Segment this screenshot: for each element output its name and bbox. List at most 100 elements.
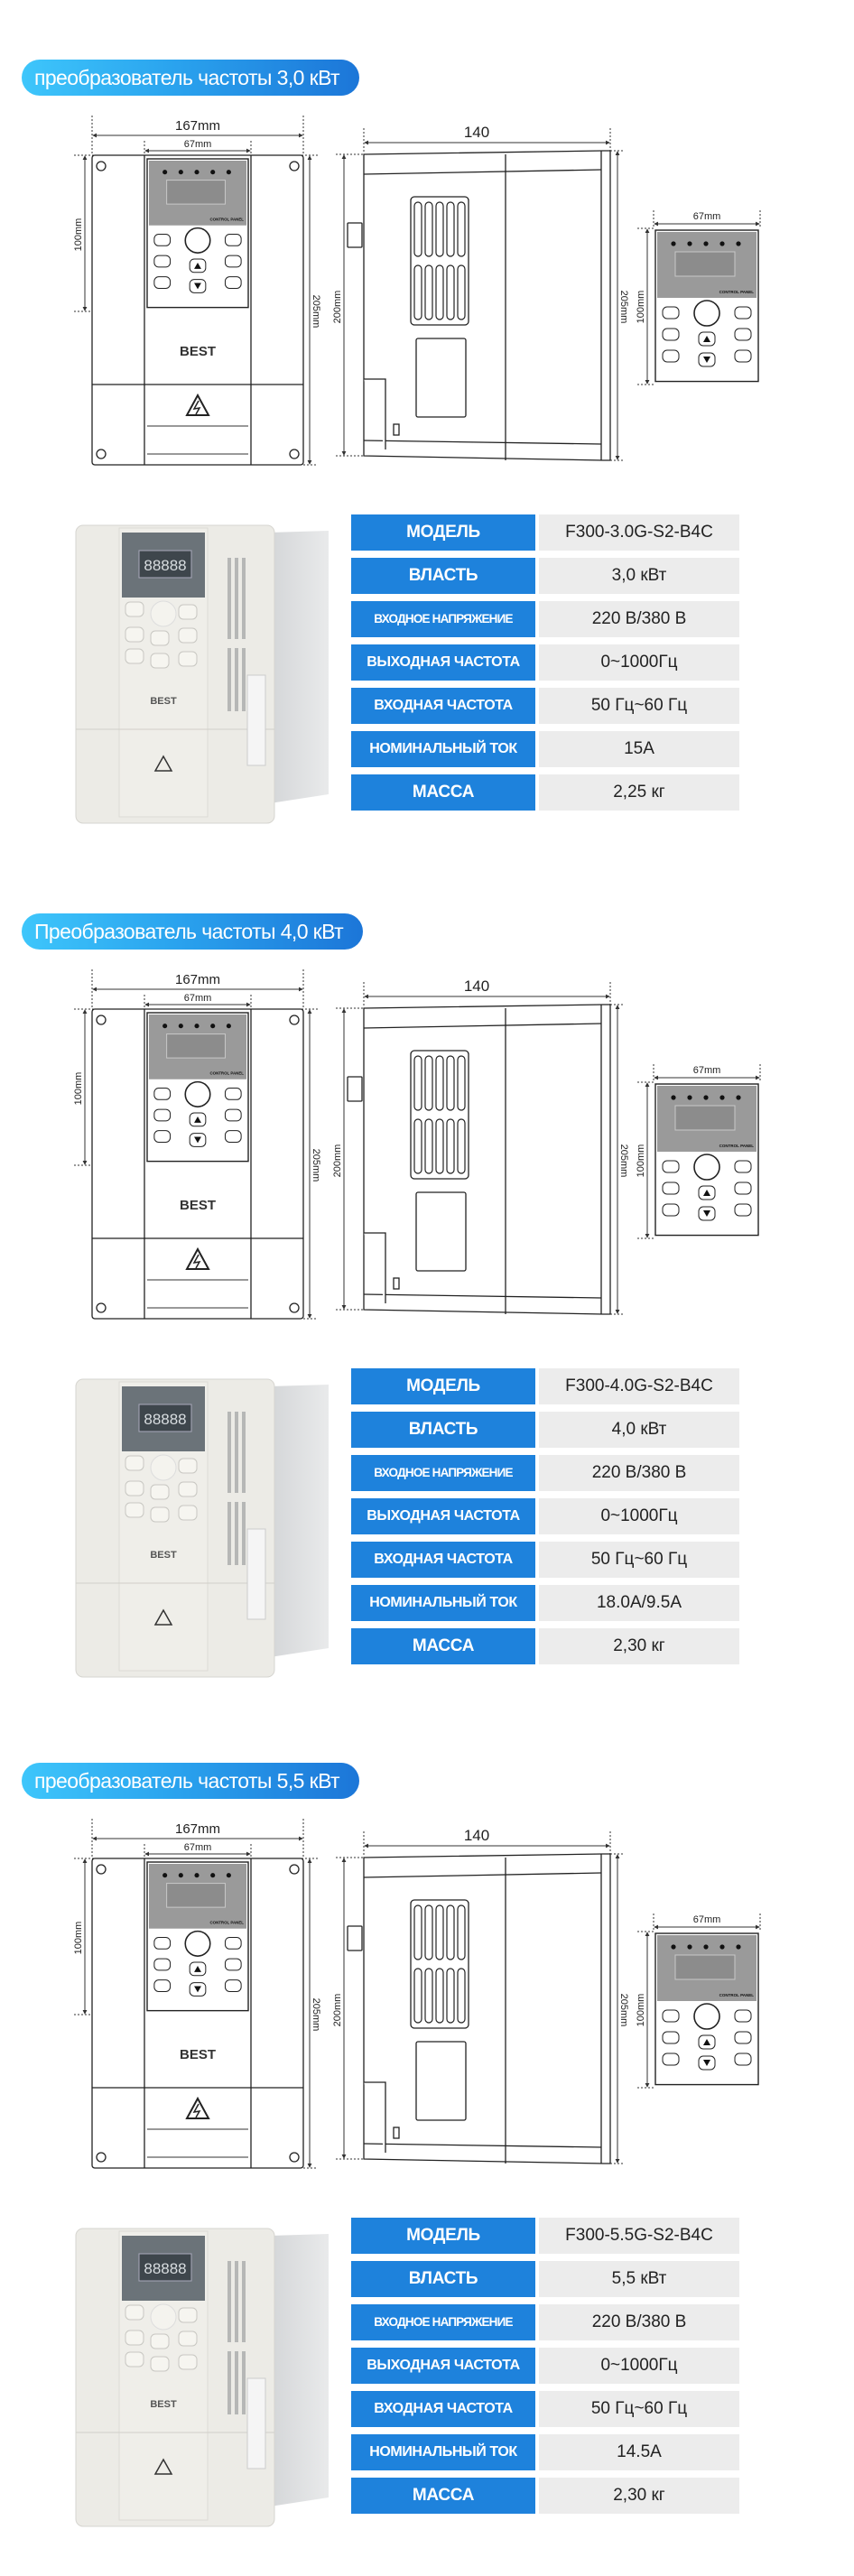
section-title: преобразователь частоты 5,5 кВт <box>22 1763 359 1799</box>
spec-value: 50 Гц~60 Гц <box>539 1542 739 1578</box>
spec-label: ВХОДНАЯ ЧАСТОТА <box>351 1542 535 1578</box>
spec-label: ВХОДНОЕ НАПРЯЖЕНИЕ <box>351 601 535 637</box>
product-section: Преобразователь частоты 4,0 кВт <box>0 854 854 1708</box>
dim-panel-only-height: 100mm <box>636 1144 646 1178</box>
dim-panel-only-height: 100mm <box>636 291 646 324</box>
spec-row: НОМИНАЛЬНЫЙ ТОК 18.0A/9.5A <box>351 1585 739 1621</box>
dim-front-panel-height: 100mm <box>73 1072 84 1106</box>
spec-label: ВХОДНАЯ ЧАСТОТА <box>351 688 535 724</box>
dim-side-inner-height: 200mm <box>332 291 343 324</box>
spec-row: ВХОДНОЕ НАПРЯЖЕНИЕ 220 В/380 В <box>351 1455 739 1491</box>
brand-logo: BEST <box>180 344 216 359</box>
spec-row: МОДЕЛЬ F300-3.0G-S2-B4C <box>351 514 739 551</box>
svg-text:BEST: BEST <box>150 696 177 707</box>
spec-value: 0~1000Гц <box>539 1498 739 1534</box>
control-panel-label: CONTROL PANEL <box>719 1993 755 1997</box>
spec-row: ВХОДНАЯ ЧАСТОТА 50 Гц~60 Гц <box>351 1542 739 1578</box>
spec-value: 220 В/380 В <box>539 1455 739 1491</box>
dim-side-depth: 140 <box>464 1827 489 1844</box>
product-section: преобразователь частоты 5,5 кВт <box>0 1703 854 2557</box>
spec-label: НОМИНАЛЬНЫЙ ТОК <box>351 1585 535 1621</box>
dim-side-depth: 140 <box>464 124 489 141</box>
dimension-drawings: BEST CONTROL PANEL CONTROL PANEL 167mm 6… <box>73 116 761 466</box>
spec-label: ВХОДНАЯ ЧАСТОТА <box>351 2391 535 2427</box>
spec-label: МАССА <box>351 1628 535 1664</box>
spec-value: 0~1000Гц <box>539 2348 739 2384</box>
spec-label: МАССА <box>351 2478 535 2514</box>
dimension-drawings: BEST CONTROL PANEL CONTROL PANEL 167mm 6… <box>73 1819 761 2169</box>
svg-text:88888: 88888 <box>144 1411 186 1428</box>
side-view-drawing <box>347 1853 611 2164</box>
dim-side-height: 205mm <box>618 1994 629 2027</box>
spec-label: ВЫХОДНАЯ ЧАСТОТА <box>351 644 535 681</box>
control-panel-drawing: CONTROL PANEL <box>146 1012 249 1163</box>
dim-side-depth: 140 <box>464 978 489 995</box>
spec-value: 5,5 кВт <box>539 2261 739 2297</box>
spec-row: НОМИНАЛЬНЫЙ ТОК 14.5A <box>351 2434 739 2470</box>
spec-label: ВЫХОДНАЯ ЧАСТОТА <box>351 1498 535 1534</box>
spec-value: 2,30 кг <box>539 1628 739 1664</box>
dim-front-height: 205mm <box>311 295 321 329</box>
dim-front-width: 167mm <box>175 972 220 987</box>
svg-text:88888: 88888 <box>144 2260 186 2277</box>
dim-panel-width: 67mm <box>184 1842 212 1853</box>
control-panel-drawing: CONTROL PANEL <box>654 1083 759 1237</box>
product-photo: 88888 BEST <box>75 2228 329 2527</box>
spec-label: ВЛАСТЬ <box>351 558 535 594</box>
control-panel-label: CONTROL PANEL <box>209 1921 244 1925</box>
spec-label: ВЛАСТЬ <box>351 1412 535 1448</box>
spec-value: F300-5.5G-S2-B4C <box>539 2218 739 2254</box>
front-view-drawing <box>91 1008 304 1320</box>
control-panel-label: CONTROL PANEL <box>209 1071 244 1076</box>
dim-panel-only-width: 67mm <box>693 211 721 222</box>
dim-front-width: 167mm <box>175 118 220 134</box>
spec-value: 50 Гц~60 Гц <box>539 2391 739 2427</box>
dim-front-panel-height: 100mm <box>73 218 84 252</box>
section-title: Преобразователь частоты 4,0 кВт <box>22 913 364 950</box>
dim-side-inner-height: 200mm <box>332 1144 343 1178</box>
spec-value: 220 В/380 В <box>539 2304 739 2340</box>
spec-value: 15A <box>539 731 739 767</box>
spec-value: 2,25 кг <box>539 774 739 811</box>
spec-row: ВЫХОДНАЯ ЧАСТОТА 0~1000Гц <box>351 644 739 681</box>
spec-label: НОМИНАЛЬНЫЙ ТОК <box>351 2434 535 2470</box>
spec-label: МОДЕЛЬ <box>351 514 535 551</box>
dim-front-height: 205mm <box>311 1149 321 1182</box>
dim-side-inner-height: 200mm <box>332 1994 343 2027</box>
spec-row: ВХОДНАЯ ЧАСТОТА 50 Гц~60 Гц <box>351 688 739 724</box>
spec-row: ВЛАСТЬ 5,5 кВт <box>351 2261 739 2297</box>
spec-row: ВЫХОДНАЯ ЧАСТОТА 0~1000Гц <box>351 1498 739 1534</box>
spec-label: МАССА <box>351 774 535 811</box>
spec-value: 0~1000Гц <box>539 644 739 681</box>
dim-panel-width: 67mm <box>184 139 212 150</box>
dim-front-panel-height: 100mm <box>73 1922 84 1955</box>
control-panel-drawing: CONTROL PANEL <box>146 158 249 309</box>
front-view-drawing <box>91 1858 304 2169</box>
spec-value: 220 В/380 В <box>539 601 739 637</box>
spec-row: ВХОДНАЯ ЧАСТОТА 50 Гц~60 Гц <box>351 2391 739 2427</box>
dimension-drawings: BEST CONTROL PANEL CONTROL PANEL 167mm 6… <box>73 969 761 1320</box>
spec-row: ВЛАСТЬ 3,0 кВт <box>351 558 739 594</box>
spec-value: 2,30 кг <box>539 2478 739 2514</box>
front-view-drawing <box>91 154 304 466</box>
spec-label: НОМИНАЛЬНЫЙ ТОК <box>351 731 535 767</box>
spec-row: МАССА 2,30 кг <box>351 2478 739 2514</box>
spec-value: F300-3.0G-S2-B4C <box>539 514 739 551</box>
spec-value: 18.0A/9.5A <box>539 1585 739 1621</box>
section-title: преобразователь частоты 3,0 кВт <box>22 60 359 96</box>
spec-value: 50 Гц~60 Гц <box>539 688 739 724</box>
dim-panel-only-height: 100mm <box>636 1994 646 2027</box>
spec-value: 14.5A <box>539 2434 739 2470</box>
side-view-drawing <box>347 150 611 461</box>
spec-row: НОМИНАЛЬНЫЙ ТОК 15A <box>351 731 739 767</box>
spec-row: МОДЕЛЬ F300-4.0G-S2-B4C <box>351 1368 739 1404</box>
product-photo: 88888 BEST <box>75 524 329 824</box>
dim-side-height: 205mm <box>618 1144 629 1178</box>
brand-logo: BEST <box>180 1198 216 1213</box>
spec-label: ВЛАСТЬ <box>351 2261 535 2297</box>
spec-row: МАССА 2,25 кг <box>351 774 739 811</box>
dim-panel-only-width: 67mm <box>693 1914 721 1925</box>
spec-label: ВХОДНОЕ НАПРЯЖЕНИЕ <box>351 1455 535 1491</box>
spec-row: ВЫХОДНАЯ ЧАСТОТА 0~1000Гц <box>351 2348 739 2384</box>
product-section: преобразователь частоты 3,0 кВт <box>0 0 854 854</box>
